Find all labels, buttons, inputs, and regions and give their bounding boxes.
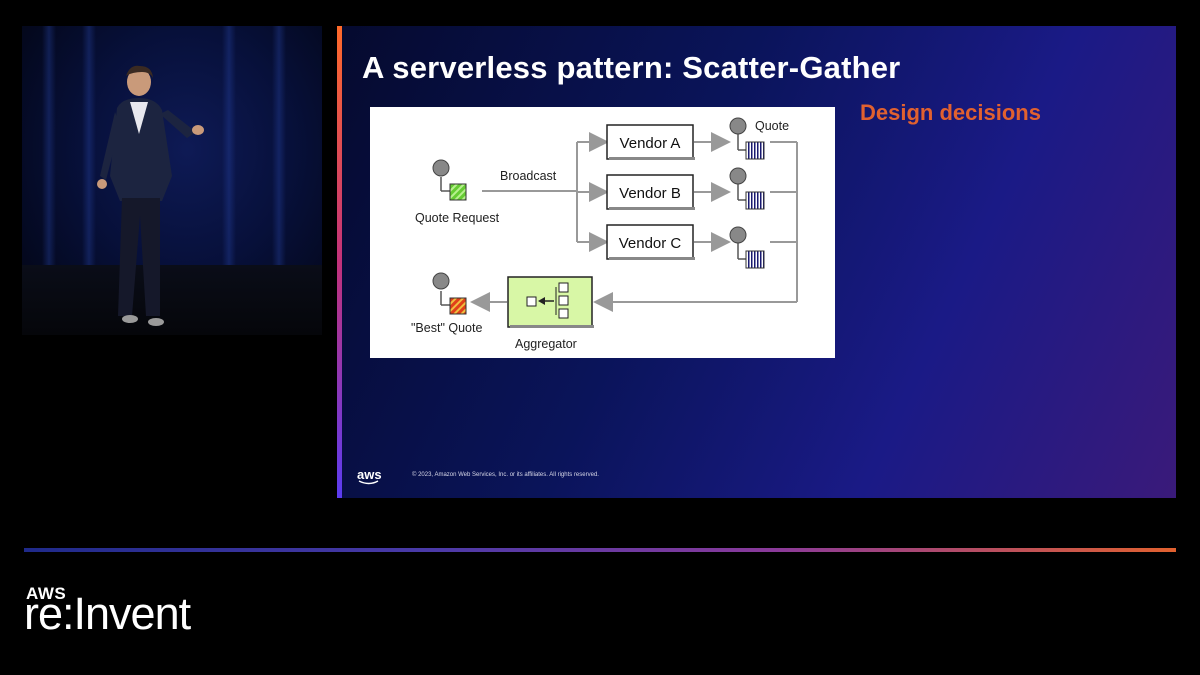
speaker-figure [97,65,204,326]
design-decisions-heading: Design decisions [860,100,1041,125]
vendor-a-label: Vendor A [620,135,681,152]
vendor-a-box: Vendor A [606,124,695,160]
broadcast-label: Broadcast [500,169,557,183]
scatter-gather-diagram: Quote Request Broadcast Vendor A Vendor … [370,107,835,358]
reinvent-wordmark: re:Invent [24,588,191,639]
aggregator-box [507,276,594,328]
brand-gradient-bar [24,548,1176,552]
vendor-b-label: Vendor B [619,185,681,202]
best-quote-label: "Best" Quote [411,321,482,335]
vendor-b-box: Vendor B [606,174,695,210]
quote-message-icon-b [729,167,765,210]
quote-label: Quote [755,119,789,133]
presentation-slide: A serverless pattern: Scatter-Gather Des… [337,26,1176,498]
vendor-c-label: Vendor C [619,235,682,252]
vendor-c-box: Vendor C [606,224,695,260]
copyright-notice: © 2023, Amazon Web Services, Inc. or its… [412,472,599,478]
aws-logo: aws [357,467,382,482]
best-quote-message-icon [432,272,467,315]
aws-smile-icon [358,480,379,485]
quote-request-label: Quote Request [415,211,500,225]
quote-request-message-icon [432,159,467,201]
quote-message-icon-a [729,117,765,160]
aggregator-label: Aggregator [515,337,577,351]
speaker-video [22,26,322,335]
slide-title: A serverless pattern: Scatter-Gather [362,50,901,85]
reinvent-aws-text: AWS [26,584,67,603]
quote-message-icon-c [729,226,765,269]
slide-accent-edge [337,26,342,498]
